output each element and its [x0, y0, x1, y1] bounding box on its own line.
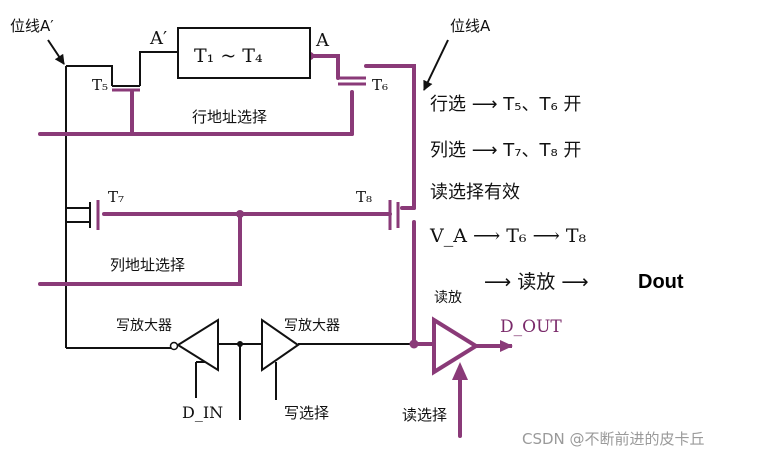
row-select-note: 行选 ⟶ T₅、T₆ 开 [430, 94, 581, 115]
t6-label: T₆ [372, 76, 388, 94]
read-select-arrow-head [452, 362, 468, 380]
junction-dot [409, 339, 419, 349]
dout-result-label: Dout [638, 271, 684, 293]
read-amplifier [432, 316, 480, 376]
junction-dot [236, 210, 244, 218]
signal-path-note: V_A ⟶ T₆ ⟶ T₈ [429, 225, 587, 247]
explanation-panel: 行选 ⟶ T₅、T₆ 开 列选 ⟶ T₇、T₈ 开 读选择有效 V_A ⟶ T₆… [429, 94, 684, 293]
black-wiring [65, 51, 414, 420]
col-select-note: 列选 ⟶ T₇、T₈ 开 [430, 140, 581, 161]
t5-label: T₅ [92, 76, 108, 94]
csdn-watermark: CSDN @不断前进的皮卡丘 [522, 430, 705, 448]
register-label: T₁ ~ T₄ [194, 45, 263, 67]
transistor-t7 [89, 200, 100, 230]
write-amplifier-right [261, 318, 300, 372]
bitline-a-prime-pointer [47, 39, 65, 65]
t7-label: T₇ [108, 188, 124, 206]
t8-label: T₈ [356, 188, 372, 206]
inverter-bubble [169, 341, 179, 351]
write-select-label: 写选择 [284, 404, 329, 422]
write-amp-right-label: 写放大器 [284, 318, 340, 334]
read-amp-note: ⟶ 读放 ⟶ [484, 271, 589, 293]
read-amp-label: 读放 [434, 289, 462, 306]
dout-label: D_OUT [500, 317, 562, 337]
transistor-t8 [388, 200, 400, 230]
register-t1-t4 [177, 27, 311, 79]
read-select-label: 读选择 [402, 406, 447, 424]
node-a-label: A [315, 30, 330, 51]
transistor-t5 [112, 85, 140, 92]
bitline-a-pointer [423, 39, 449, 91]
bitline-a-prime-label: 位线A′ [10, 17, 54, 35]
din-label: D_IN [182, 403, 223, 422]
write-amplifier-left [176, 318, 219, 372]
junction-dot [237, 341, 243, 347]
read-valid-note: 读选择有效 [430, 182, 520, 203]
row-address-select-label: 行地址选择 [192, 108, 267, 126]
node-a-prime-label: A′ [149, 28, 167, 49]
bitline-a-label: 位线A [450, 17, 491, 35]
write-amp-left-label: 写放大器 [116, 318, 172, 334]
column-address-select-label: 列地址选择 [110, 256, 185, 274]
transistor-t6 [338, 76, 366, 86]
